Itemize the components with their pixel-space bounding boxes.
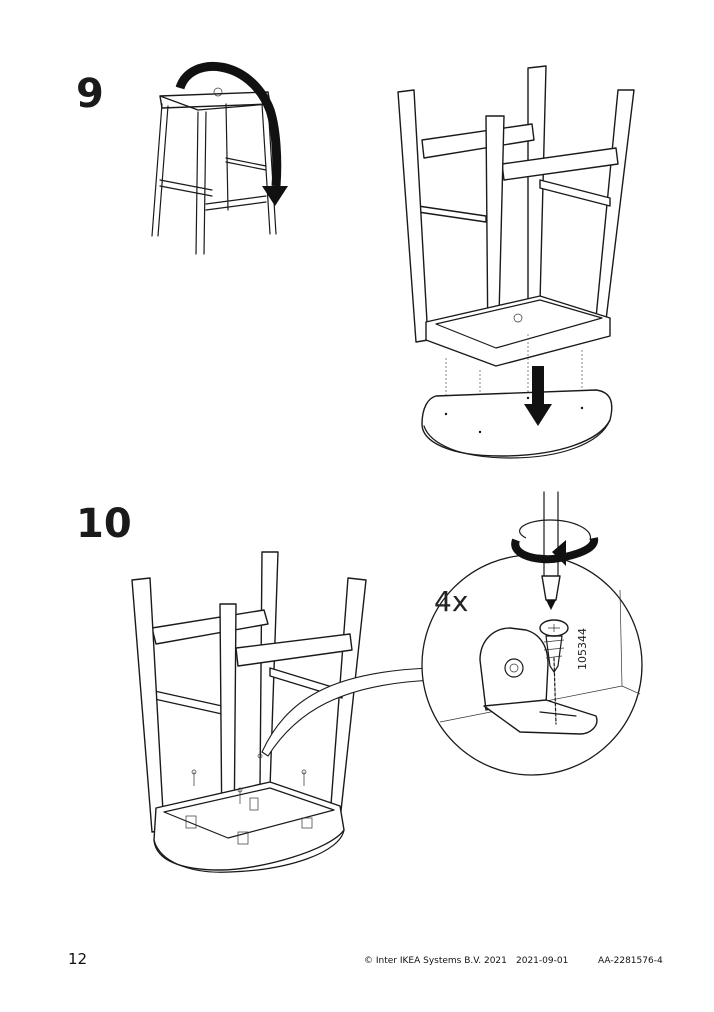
detail-circle: 105344 [421, 554, 643, 776]
down-arrow-icon [524, 366, 552, 426]
quantity-label: 4x [434, 585, 469, 618]
rotation-direction-icon [511, 519, 599, 566]
step-number-9: 9 [76, 71, 104, 117]
stool-inverted-step9 [397, 65, 635, 459]
rotate-arrow-icon [175, 62, 288, 206]
part-number-label: 105344 [576, 628, 589, 670]
screw-icon [539, 619, 569, 673]
step-number-10: 10 [76, 501, 132, 547]
date-text: 2021-09-01 [516, 956, 569, 966]
document-id: AA-2281576-4 [598, 956, 663, 966]
page-number: 12 [68, 950, 88, 968]
screw-icon [191, 753, 307, 804]
copyright-text: © Inter IKEA Systems B.V. 2021 [364, 956, 507, 966]
stool-upright-small [151, 87, 277, 255]
stool-inverted-step10 [131, 551, 367, 873]
